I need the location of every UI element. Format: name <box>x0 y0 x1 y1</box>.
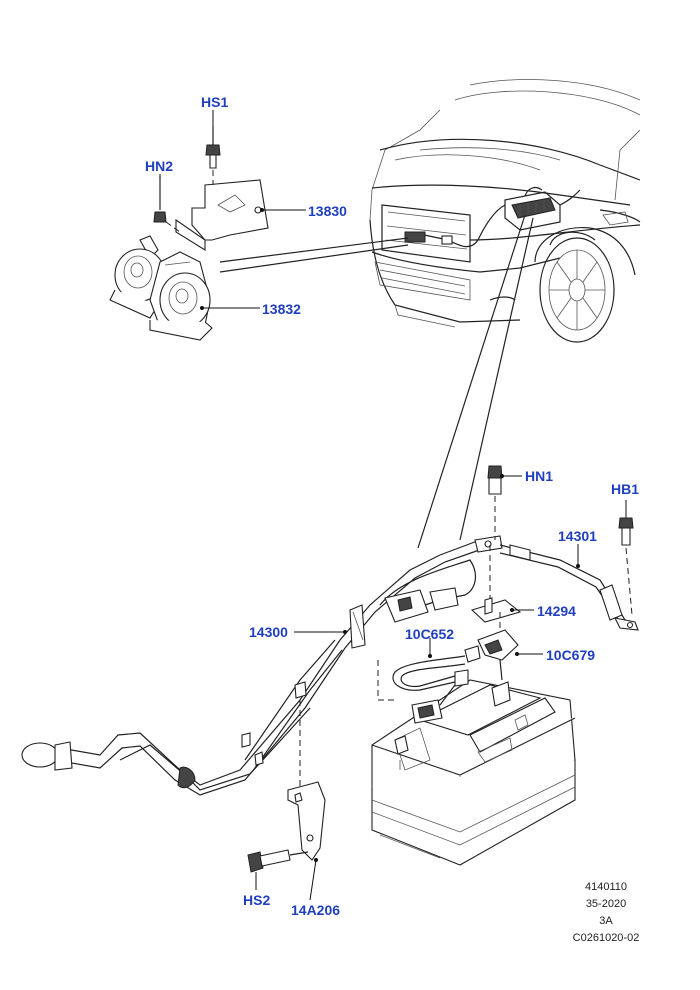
callout-14a206: 14A206 <box>291 902 341 918</box>
terminal-bracket-14294 <box>470 597 522 640</box>
cable-bracket-14a206 <box>287 700 326 861</box>
callout-10c679: 10C679 <box>546 647 596 663</box>
callout-hn1: HN1 <box>525 468 554 484</box>
callout-13832: 13832 <box>262 301 301 317</box>
battery-cable-harness-14300 <box>21 535 503 796</box>
callout-hs2: HS2 <box>243 892 271 908</box>
diagram-illustration-id: C0261020-02 <box>572 932 640 944</box>
horn-assembly-13832 <box>109 235 213 341</box>
callout-14301: 14301 <box>558 528 597 544</box>
callout-hn2: HN2 <box>145 158 174 174</box>
callout-hs1: HS1 <box>201 94 229 110</box>
battery-cable-14301 <box>499 544 639 631</box>
callout-10c652: 10C652 <box>405 626 455 642</box>
callout-14300: 14300 <box>249 624 288 640</box>
location-leader-lines <box>219 214 534 549</box>
vehicle-outline-icon <box>369 79 641 343</box>
horn-bracket-13830 <box>175 179 269 251</box>
diagram-date-code: 35-2020 <box>585 898 627 910</box>
battery-sensor-10c679 <box>464 629 519 681</box>
callout-13830: 13830 <box>308 203 347 219</box>
diagram-ref-number: 4140110 <box>584 881 627 893</box>
hn2-nut-icon <box>153 176 181 233</box>
hb1-bolt-icon <box>618 517 634 616</box>
sensor-lead-10c652 <box>377 655 469 724</box>
callout-hb1: HB1 <box>611 481 640 497</box>
hn1-nut-icon <box>487 465 503 600</box>
callout-leaders <box>159 110 627 901</box>
diagram-revision: 3A <box>599 915 613 927</box>
hs2-bolt-icon <box>247 849 309 873</box>
battery-icon <box>371 679 576 866</box>
callout-14294: 14294 <box>537 603 576 619</box>
hs1-bolt-icon <box>205 126 221 185</box>
